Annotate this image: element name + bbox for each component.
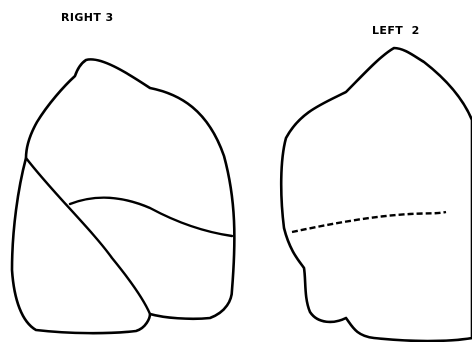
- right-lung: [12, 59, 234, 333]
- right-lung-outline: [12, 59, 234, 333]
- right-horizontal-fissure: [70, 198, 232, 236]
- right-oblique-fissure: [26, 158, 150, 314]
- left-lung: [281, 48, 472, 341]
- left-lung-outline: [281, 48, 472, 341]
- left-oblique-fissure: [292, 212, 446, 232]
- right-lung-label: RIGHT 3: [61, 11, 114, 24]
- left-lung-label: LEFT 2: [372, 24, 420, 37]
